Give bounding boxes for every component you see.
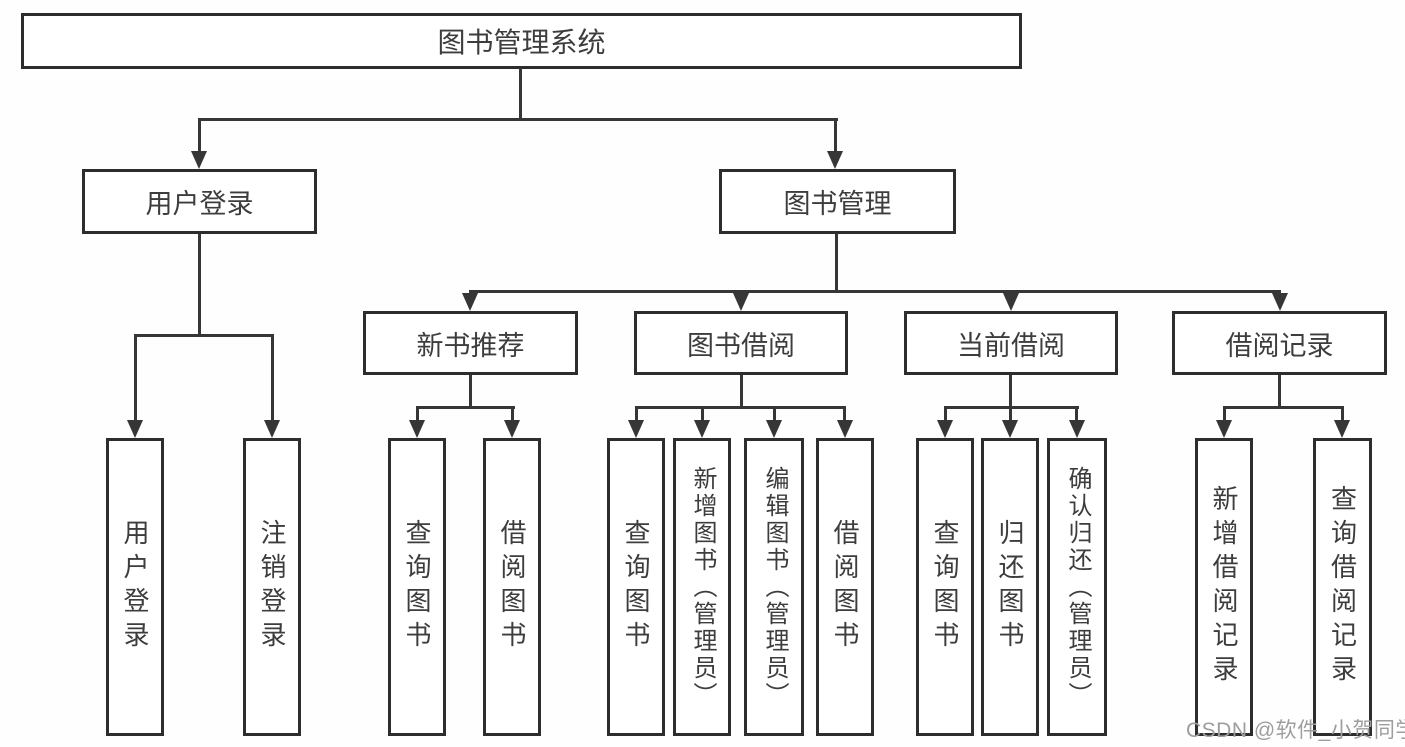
- node-book-management: 图书管理: [719, 169, 956, 234]
- connector-line: [740, 375, 743, 408]
- node-query-books-1: 查询图书: [388, 438, 446, 736]
- node-borrow-books-1: 借阅图书: [483, 438, 541, 736]
- arrow-down-icon: [694, 420, 710, 438]
- arrow-down-icon: [127, 420, 143, 438]
- connector-line: [1341, 409, 1344, 420]
- node-query-books-3: 查询图书: [916, 438, 974, 736]
- arrow-down-icon: [937, 420, 953, 438]
- arrow-down-icon: [1216, 420, 1232, 438]
- arrow-down-icon: [264, 420, 280, 438]
- arrow-down-icon: [827, 151, 843, 169]
- connector-line: [469, 375, 472, 408]
- connector-line: [944, 409, 947, 420]
- connector-line: [1278, 375, 1281, 408]
- arrow-down-icon: [1272, 293, 1288, 311]
- node-borrowing-records: 借阅记录: [1172, 311, 1387, 375]
- connector-line: [1075, 409, 1078, 420]
- arrow-down-icon: [1069, 420, 1085, 438]
- connector-line: [198, 121, 201, 152]
- arrow-down-icon: [766, 420, 782, 438]
- node-book-borrowing: 图书借阅: [634, 311, 848, 375]
- node-confirm-return-admin: 确认归还（管理员）: [1047, 438, 1107, 736]
- connector-line: [1223, 409, 1226, 420]
- node-add-borrow-record: 新增借阅记录: [1195, 438, 1253, 736]
- node-query-books-2: 查询图书: [607, 438, 665, 736]
- arrow-down-icon: [409, 420, 425, 438]
- connector-line: [1009, 409, 1012, 420]
- arrow-down-icon: [191, 151, 207, 169]
- node-borrow-books-2: 借阅图书: [816, 438, 874, 736]
- arrow-down-icon: [462, 293, 478, 311]
- node-query-borrow-record: 查询借阅记录: [1313, 438, 1372, 736]
- connector-line: [1009, 375, 1012, 408]
- connector-line: [773, 409, 776, 420]
- connector-line: [469, 290, 1281, 293]
- node-user-login-group: 用户登录: [82, 169, 317, 234]
- connector-line: [834, 121, 837, 152]
- node-return-book: 归还图书: [981, 438, 1039, 736]
- arrow-down-icon: [1334, 420, 1350, 438]
- connector-line: [843, 409, 846, 420]
- node-add-book-admin: 新增图书（管理员）: [673, 438, 731, 736]
- arrow-down-icon: [504, 420, 520, 438]
- arrow-down-icon: [1003, 293, 1019, 311]
- arrow-down-icon: [628, 420, 644, 438]
- connector-line: [198, 234, 201, 335]
- watermark: CSDN @软件_小贺同学: [1186, 719, 1405, 742]
- node-logout: 注销登录: [243, 438, 301, 736]
- connector-line: [944, 406, 1079, 409]
- connector-line: [271, 337, 274, 420]
- arrow-down-icon: [837, 420, 853, 438]
- node-new-book-recommendation: 新书推荐: [363, 311, 578, 375]
- connector-line: [635, 409, 638, 420]
- connector-line: [416, 409, 419, 420]
- arrow-down-icon: [1002, 420, 1018, 438]
- node-library-management-system: 图书管理系统: [21, 13, 1022, 69]
- node-user-login: 用户登录: [106, 438, 164, 736]
- node-edit-book-admin: 编辑图书（管理员）: [744, 438, 804, 736]
- connector-line: [511, 409, 514, 420]
- connector-line: [635, 406, 846, 409]
- connector-line: [701, 409, 704, 420]
- node-current-borrowing: 当前借阅: [904, 311, 1118, 375]
- arrow-down-icon: [733, 293, 749, 311]
- connector-line: [134, 334, 274, 337]
- connector-line: [1223, 406, 1344, 409]
- connector-line: [134, 337, 137, 420]
- connector-line: [416, 406, 515, 409]
- connector-line: [198, 118, 838, 121]
- connector-line: [835, 234, 838, 291]
- connector-line: [519, 68, 522, 119]
